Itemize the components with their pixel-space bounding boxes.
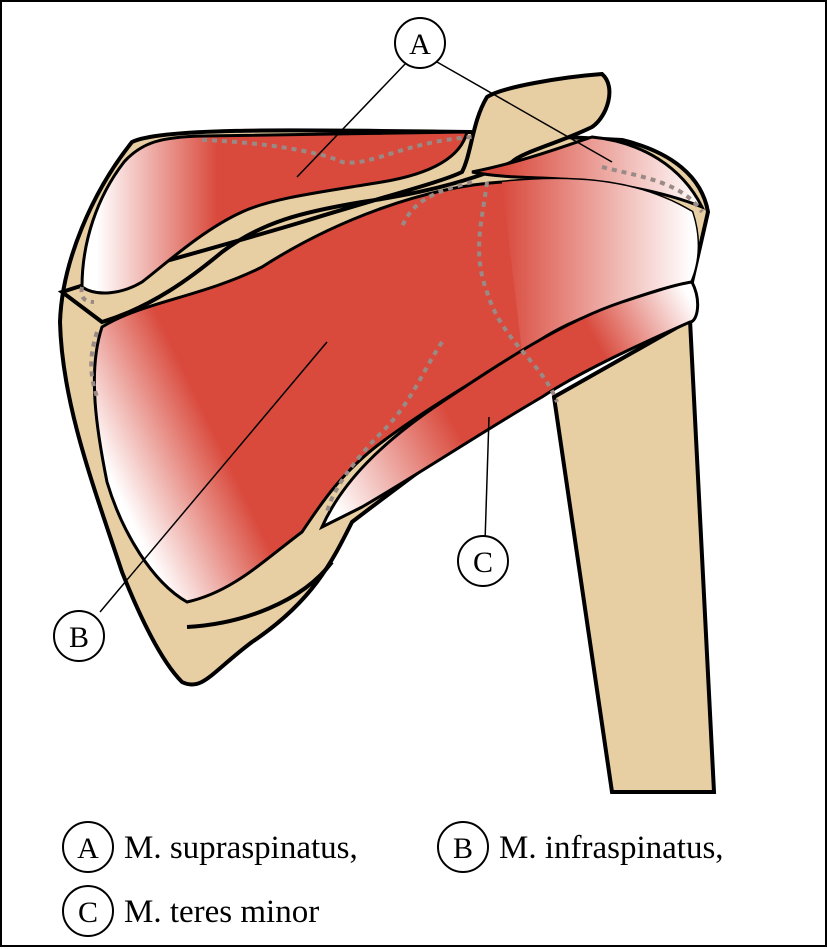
scapular-spine (57, 71, 612, 325)
humerus-bone (551, 316, 717, 794)
marker-a: A (394, 17, 446, 69)
marker-c-label: C (473, 546, 493, 579)
supraspinatus-muscle (80, 130, 469, 295)
legend-marker-c: C (78, 896, 98, 929)
scapula-lateral-border (186, 560, 334, 629)
legend-marker-a: A (77, 832, 99, 865)
hidden-muscle-borders (79, 135, 704, 513)
legend-label-a: M. supraspinatus, (124, 830, 358, 866)
infraspinatus-lateral-shade (502, 179, 698, 352)
legend-item-a: A M. supraspinatus, (62, 821, 358, 873)
legend-item-c: C M. teres minor (62, 885, 319, 937)
legend-label-b: M. infraspinatus, (499, 830, 724, 866)
marker-b: B (53, 610, 105, 662)
marker-c: C (457, 535, 509, 587)
marker-a-label: A (409, 28, 431, 61)
leader-lines (99, 61, 613, 613)
legend: A M. supraspinatus, B M. infraspinatus, … (62, 821, 724, 937)
legend-label-c: M. teres minor (124, 894, 319, 930)
legend-marker-b: B (453, 832, 473, 865)
legend-item-b: B M. infraspinatus, (437, 821, 724, 873)
marker-b-label: B (69, 621, 89, 654)
teres-minor-muscle (318, 280, 700, 531)
